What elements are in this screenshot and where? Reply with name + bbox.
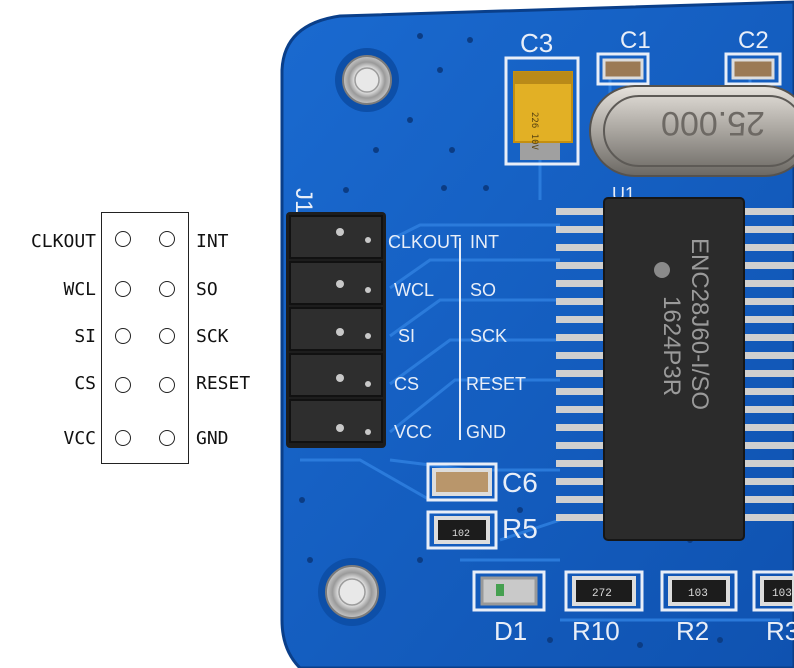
bottom-smd-parts: 102 272 103 103 — [434, 516, 794, 606]
pin-label-reset: RESET — [196, 373, 251, 394]
pin-header-outline — [101, 212, 189, 464]
pcb-vias — [299, 33, 723, 648]
header-label-clkout: CLKOUT — [388, 232, 461, 252]
c6-outline — [426, 462, 498, 502]
header-label-si: SI — [398, 326, 415, 346]
smd-capacitors — [432, 58, 775, 496]
silk-c2: C2 — [738, 27, 769, 54]
r2-code: 103 — [688, 588, 708, 600]
silk-c1: C1 — [620, 27, 651, 54]
chip-lot-code: 1624P3R — [658, 296, 685, 396]
enc28j60-chip: ENC28J60-I/SO 1624P3R — [603, 197, 745, 541]
header-label-gnd: GND — [466, 422, 506, 442]
r10-code: 272 — [592, 588, 612, 600]
header-label-sck: SCK — [470, 326, 507, 346]
c1-outline — [596, 52, 650, 86]
pin-circle — [115, 377, 131, 393]
r3-outline — [752, 570, 794, 612]
header-label-reset: RESET — [466, 374, 526, 394]
r5-outline — [426, 510, 498, 550]
header-label-cs: CS — [394, 374, 419, 394]
silk-j1: J1 — [290, 188, 317, 213]
pin-label-so: SO — [196, 279, 218, 300]
d1-outline — [472, 570, 546, 612]
pin-label-wcl: WCL — [63, 279, 96, 300]
pin-label-vcc: VCC — [63, 428, 96, 449]
header-label-int: INT — [470, 232, 499, 252]
pin-label-gnd: GND — [196, 428, 229, 449]
pin-label-si: SI — [74, 326, 96, 347]
pin-circle — [115, 328, 131, 344]
pin-label-sck: SCK — [196, 326, 229, 347]
led-d1 — [480, 576, 538, 606]
pin-circle — [159, 231, 175, 247]
r3-code: 103 — [772, 588, 792, 600]
pin-header-j1 — [286, 212, 386, 448]
header-label-so: SO — [470, 280, 496, 300]
pin-circle — [159, 377, 175, 393]
silk-d1: D1 — [494, 616, 527, 646]
microchip-logo-icon — [654, 262, 670, 278]
crystal-oscillator: 25.000 — [589, 85, 794, 177]
silk-c3: C3 — [520, 28, 553, 58]
pin-circle — [115, 430, 131, 446]
pin-circle — [159, 281, 175, 297]
ic-pins — [556, 208, 794, 521]
crystal-frequency: 25.000 — [661, 104, 765, 142]
silk-r10: R10 — [572, 616, 620, 646]
silk-r2: R2 — [676, 616, 709, 646]
header-label-wcl: WCL — [394, 280, 434, 300]
c2-outline — [724, 52, 782, 86]
silk-r5: R5 — [502, 513, 538, 544]
header-label-vcc: VCC — [394, 422, 432, 442]
silk-c6: C6 — [502, 467, 538, 498]
pin-circle — [159, 328, 175, 344]
chip-part-number: ENC28J60-I/SO — [686, 238, 713, 410]
pin-circle — [115, 281, 131, 297]
pin-label-clkout: CLKOUT — [30, 231, 96, 252]
pinout-diagram: CLKOUT WCL SI CS VCC INT SO SCK RESET GN… — [0, 0, 290, 668]
silk-r3: R3 — [766, 616, 794, 646]
c3-outline — [504, 56, 580, 166]
pin-circle — [159, 430, 175, 446]
r10-outline — [564, 570, 644, 612]
pin-label-int: INT — [196, 231, 229, 252]
pin-label-cs: CS — [74, 373, 96, 394]
r5-code: 102 — [452, 529, 470, 540]
tantalum-code: 226 10V — [529, 112, 539, 151]
r2-outline — [660, 570, 738, 612]
pin-circle — [115, 231, 131, 247]
tantalum-capacitor-c3: 226 10V — [513, 71, 573, 160]
